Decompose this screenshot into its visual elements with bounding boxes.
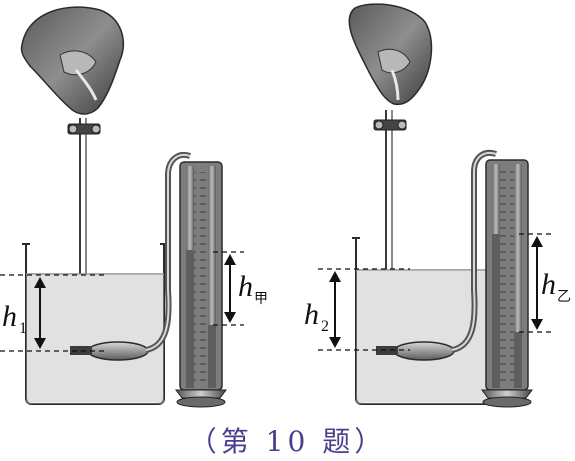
right-depth-label: h <box>304 298 319 331</box>
right-diff-sub: 乙 <box>557 289 571 305</box>
beaker-icon <box>352 237 500 405</box>
right-apparatus: h 2 h 乙 <box>304 3 571 408</box>
left-apparatus: h 1 h 甲 <box>0 6 268 408</box>
beaker-icon <box>22 243 168 405</box>
left-depth-label: h <box>2 300 17 333</box>
right-diff-label: h <box>541 268 556 301</box>
u-tube-manometer-icon <box>175 161 227 408</box>
u-tube-manometer-icon <box>481 159 533 408</box>
right-depth-sub: 2 <box>321 318 329 335</box>
figure-caption: （第 10 题） <box>188 425 387 458</box>
left-depth-sub: 1 <box>19 320 27 337</box>
left-diff-label: h <box>238 270 253 303</box>
left-diff-sub: 甲 <box>254 292 268 307</box>
pressure-probe-icon <box>376 150 497 361</box>
